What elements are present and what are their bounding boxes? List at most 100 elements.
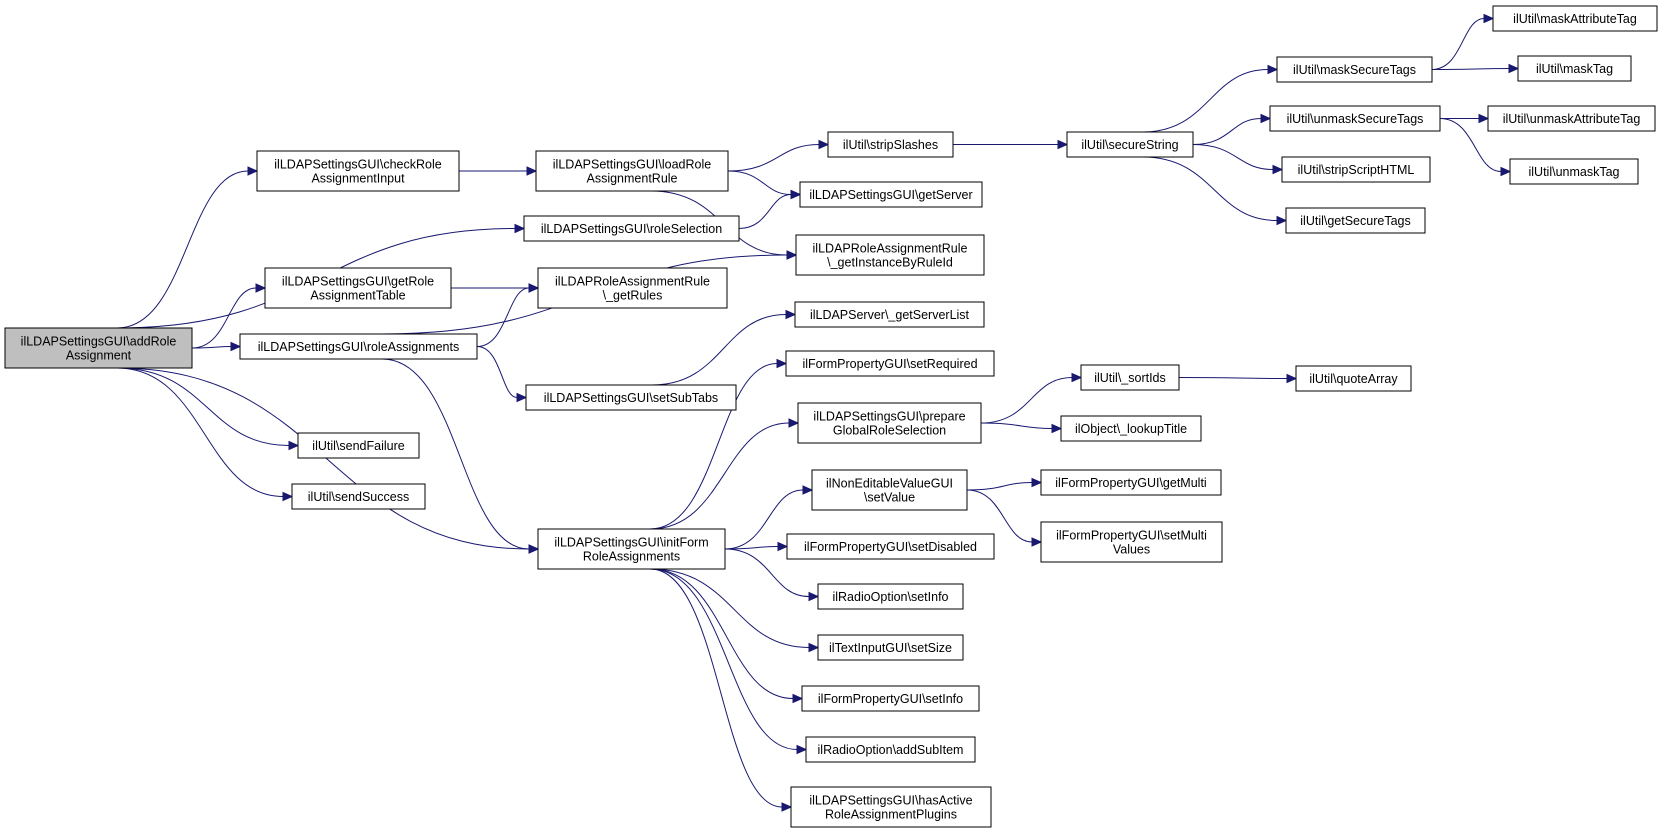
node-maskAttributeTag[interactable]: ilUtil\maskAttributeTag [1492, 5, 1658, 32]
node-box[interactable] [1509, 158, 1639, 185]
node-label-line: ilLDAPSettingsGUI\hasActive [809, 794, 972, 808]
node-unmaskAttributeTag[interactable]: ilUtil\unmaskAttributeTag [1487, 105, 1656, 132]
node-secureString[interactable]: ilUtil\secureString [1066, 131, 1194, 158]
node-box[interactable] [4, 327, 193, 369]
edge-maskSecureTags-to-maskAttributeTag [1431, 13, 1495, 70]
node-label-line: \_getInstanceByRuleId [827, 256, 953, 270]
node-maskSecureTags[interactable]: ilUtil\maskSecureTags [1276, 56, 1433, 83]
node-box[interactable] [1066, 131, 1194, 158]
node-box[interactable] [239, 333, 478, 360]
arrowhead-icon [1508, 63, 1520, 74]
edge-line [651, 314, 787, 386]
node-getSecureTags[interactable]: ilUtil\getSecureTags [1285, 207, 1426, 234]
node-box[interactable] [1295, 365, 1412, 392]
node-initFormRoleAssignments[interactable]: ilLDAPSettingsGUI\initFormRoleAssignment… [537, 528, 726, 570]
node-checkRoleAssignmentInput[interactable]: ilLDAPSettingsGUI\checkRoleAssignmentInp… [256, 150, 460, 192]
node-label-line: ilNonEditableValueGUI [826, 477, 953, 491]
node-unmaskTag[interactable]: ilUtil\unmaskTag [1509, 158, 1639, 185]
node-box[interactable] [1060, 415, 1202, 442]
node-box[interactable] [801, 685, 980, 712]
node-box[interactable] [785, 350, 995, 377]
node-lookupTitle[interactable]: ilObject\_lookupTitle [1060, 415, 1202, 442]
node-setSize[interactable]: ilTextInputGUI\setSize [817, 634, 964, 661]
node-box[interactable] [1487, 105, 1656, 132]
node-getRules[interactable]: ilLDAPRoleAssignmentRule\_getRules [537, 267, 728, 309]
node-box[interactable] [795, 234, 985, 276]
node-radioSetInfo[interactable]: ilRadioOption\setInfo [817, 583, 964, 610]
node-box[interactable] [1517, 55, 1632, 82]
node-box[interactable] [786, 533, 995, 560]
node-box[interactable] [291, 483, 426, 510]
node-box[interactable] [797, 402, 982, 444]
node-box[interactable] [827, 131, 954, 158]
node-sendFailure[interactable]: ilUtil\sendFailure [297, 432, 420, 459]
edge-line [738, 194, 792, 229]
node-roleSelection[interactable]: ilLDAPSettingsGUI\roleSelection [523, 215, 740, 242]
arrowhead-icon [786, 250, 798, 260]
node-box[interactable] [811, 469, 968, 511]
arrowhead-icon [1031, 477, 1043, 488]
node-setRequired[interactable]: ilFormPropertyGUI\setRequired [785, 350, 995, 377]
node-label-line: AssignmentRule [586, 172, 677, 186]
edge-line [1439, 118, 1502, 172]
node-box[interactable] [805, 736, 976, 763]
node-box[interactable] [817, 634, 964, 661]
node-prepareGlobalRoleSelection[interactable]: ilLDAPSettingsGUI\prepareGlobalRoleSelec… [797, 402, 982, 444]
node-getInstanceByRuleId[interactable]: ilLDAPRoleAssignmentRule\_getInstanceByR… [795, 234, 985, 276]
node-label-line: ilLDAPSettingsGUI\prepare [813, 410, 965, 424]
arrowhead-icon [1483, 13, 1495, 24]
node-box[interactable] [790, 786, 992, 828]
node-sendSuccess[interactable]: ilUtil\sendSuccess [291, 483, 426, 510]
node-getServerList[interactable]: ilLDAPServer\_getServerList [794, 301, 985, 328]
node-hasActiveRoleAssignmentPlugins[interactable]: ilLDAPSettingsGUI\hasActiveRoleAssignmen… [790, 786, 992, 828]
node-label-line: ilLDAPSettingsGUI\setSubTabs [544, 391, 718, 405]
node-stripScriptHTML[interactable]: ilUtil\stripScriptHTML [1281, 156, 1431, 183]
edge-addRoleAssignment-to-roleAssignments [191, 341, 242, 352]
node-box[interactable] [537, 528, 726, 570]
node-box[interactable] [817, 583, 964, 610]
node-box[interactable] [799, 181, 983, 208]
arrowhead-icon [288, 440, 300, 451]
edge-line [650, 363, 778, 530]
node-formSetInfo[interactable]: ilFormPropertyGUI\setInfo [801, 685, 980, 712]
node-box[interactable] [1040, 521, 1223, 563]
node-maskTag[interactable]: ilUtil\maskTag [1517, 55, 1632, 82]
node-box[interactable] [256, 150, 460, 192]
node-addSubItem[interactable]: ilRadioOption\addSubItem [805, 736, 976, 763]
node-box[interactable] [1281, 156, 1431, 183]
node-box[interactable] [535, 150, 729, 192]
node-roleAssignments[interactable]: ilLDAPSettingsGUI\roleAssignments [239, 333, 478, 360]
node-box[interactable] [297, 432, 420, 459]
edge-roleSelection-to-getServer [738, 189, 802, 229]
node-box[interactable] [1492, 5, 1658, 32]
node-box[interactable] [1276, 56, 1433, 83]
node-label-line: ilUtil\stripScriptHTML [1298, 163, 1415, 177]
node-stripSlashes[interactable]: ilUtil\stripSlashes [827, 131, 954, 158]
node-box[interactable] [1080, 364, 1180, 391]
node-label-line: ilFormPropertyGUI\setRequired [802, 357, 977, 371]
node-box[interactable] [1040, 469, 1222, 496]
node-getServer[interactable]: ilLDAPSettingsGUI\getServer [799, 181, 983, 208]
node-box[interactable] [1269, 105, 1441, 132]
node-getMulti[interactable]: ilFormPropertyGUI\getMulti [1040, 469, 1222, 496]
node-box[interactable] [537, 267, 728, 309]
node-box[interactable] [523, 215, 740, 242]
node-box[interactable] [794, 301, 985, 328]
node-box[interactable] [264, 267, 452, 309]
node-unmaskSecureTags[interactable]: ilUtil\unmaskSecureTags [1269, 105, 1441, 132]
edge-secureString-to-maskSecureTags [1142, 64, 1279, 133]
node-quoteArray[interactable]: ilUtil\quoteArray [1295, 365, 1412, 392]
node-setValue[interactable]: ilNonEditableValueGUI\setValue [811, 469, 968, 511]
node-sortIds[interactable]: ilUtil\_sortIds [1080, 364, 1180, 391]
node-setSubTabs[interactable]: ilLDAPSettingsGUI\setSubTabs [525, 384, 737, 411]
edge-line [727, 144, 820, 172]
node-label-line: ilLDAPRoleAssignmentRule [555, 275, 710, 289]
arrowhead-icon [247, 166, 259, 176]
node-box[interactable] [1285, 207, 1426, 234]
node-setDisabled[interactable]: ilFormPropertyGUI\setDisabled [786, 533, 995, 560]
node-box[interactable] [525, 384, 737, 411]
